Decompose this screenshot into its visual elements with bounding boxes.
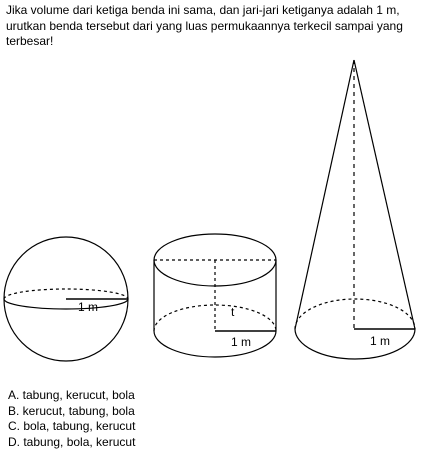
option-a[interactable]: A. tabung, kerucut, bola <box>8 388 135 402</box>
cylinder-bottom-back <box>153 304 277 332</box>
sphere-equator-back <box>3 288 129 300</box>
option-d[interactable]: D. tabung, bola, kerucut <box>8 434 136 449</box>
question-line-1: Jika volume dari ketiga benda ini sama, … <box>6 3 400 17</box>
solids-figure: 1 m t 1 m 1 m <box>3 59 416 362</box>
sphere-equator-front <box>3 298 129 310</box>
option-c[interactable]: C. bola, tabung, kerucut <box>8 419 136 433</box>
cylinder-height-label: t <box>231 305 235 319</box>
cylinder-radius-label: 1 m <box>231 335 251 349</box>
cylinder-shape: t 1 m <box>153 233 277 358</box>
cone-base-front <box>294 328 416 360</box>
question-line-3: terbesar! <box>6 34 54 48</box>
question-line-2: urutkan benda tersebut dari yang luas pe… <box>6 18 403 33</box>
cone-shape: 1 m <box>294 59 416 360</box>
cone-right-slant <box>353 59 416 330</box>
cone-radius-label: 1 m <box>370 334 390 348</box>
cone-left-slant <box>294 59 355 330</box>
question-text: Jika volume dari ketiga benda ini sama, … <box>6 3 436 50</box>
option-b[interactable]: B. kerucut, tabung, bola <box>8 403 135 418</box>
cone-base-back <box>294 298 416 330</box>
cylinder-bottom-front <box>153 330 277 358</box>
answer-options: A. tabung, kerucut, bola B. kerucut, tab… <box>8 388 135 450</box>
sphere-radius-label: 1 m <box>78 300 98 314</box>
sphere-shape: 1 m <box>3 236 129 362</box>
